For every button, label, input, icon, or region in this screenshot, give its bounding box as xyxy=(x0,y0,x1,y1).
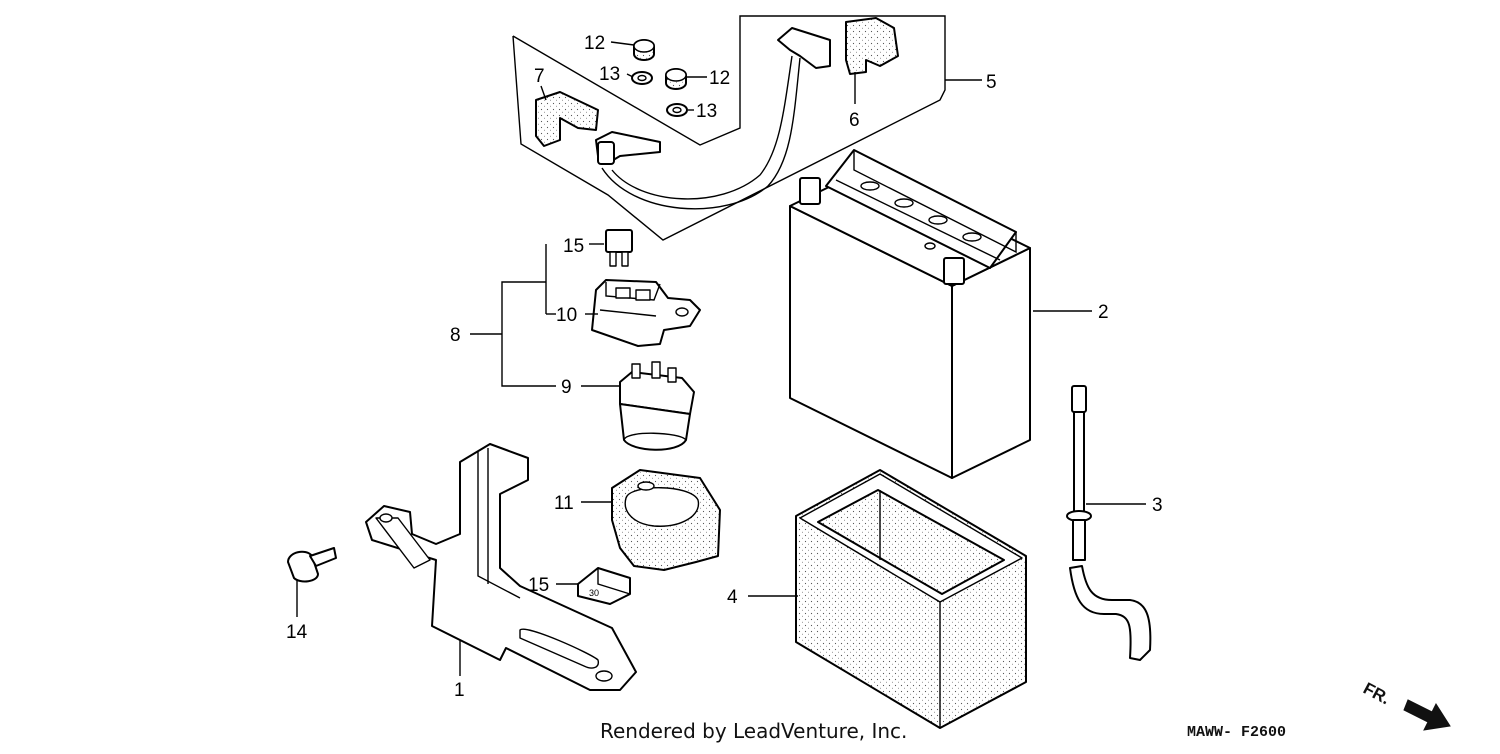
battery-case-4[interactable] xyxy=(795,469,1027,729)
callout-7[interactable]: 7 xyxy=(534,66,545,87)
front-direction-indicator: FR. xyxy=(1360,679,1451,731)
callout-1[interactable]: 1 xyxy=(454,680,465,701)
washer-13-left[interactable] xyxy=(631,71,653,85)
bracket-1[interactable] xyxy=(365,443,637,691)
callout-12-right[interactable]: 12 xyxy=(709,68,730,89)
terminal-cover-6[interactable] xyxy=(845,17,899,75)
fuse-15-lower[interactable]: 30 xyxy=(577,567,631,605)
starter-relay-9[interactable] xyxy=(619,361,695,451)
cable-kit-outline xyxy=(512,15,946,241)
callout-11[interactable]: 11 xyxy=(554,493,574,514)
breather-tube-3[interactable] xyxy=(1066,385,1152,661)
callout-2[interactable]: 2 xyxy=(1098,302,1109,323)
nut-12-top[interactable] xyxy=(633,39,655,61)
direction-label: FR. xyxy=(1360,679,1393,709)
callout-14[interactable]: 14 xyxy=(286,622,308,643)
callout-15-lower[interactable]: 15 xyxy=(528,575,549,596)
relay-cover-10[interactable] xyxy=(591,279,701,347)
callout-6[interactable]: 6 xyxy=(849,110,860,131)
battery-cable[interactable] xyxy=(595,27,831,210)
callout-15-top[interactable]: 15 xyxy=(563,236,584,257)
callout-labels: 12 13 12 13 7 6 5 2 3 4 15 10 8 9 11 15 … xyxy=(286,33,1163,701)
relay-boot-11[interactable] xyxy=(611,469,721,571)
callout-10[interactable]: 10 xyxy=(556,305,577,326)
callout-3[interactable]: 3 xyxy=(1152,495,1163,516)
callout-4[interactable]: 4 xyxy=(727,587,738,608)
callout-8[interactable]: 8 xyxy=(450,325,461,346)
diagram-code: MAWW- F2600 xyxy=(1187,724,1286,741)
battery-2[interactable] xyxy=(789,149,1031,479)
leader-lines xyxy=(296,41,1146,676)
terminal-cover-7[interactable] xyxy=(535,91,599,147)
callout-13-left[interactable]: 13 xyxy=(599,64,620,85)
callout-13-lower[interactable]: 13 xyxy=(696,101,717,122)
callout-5[interactable]: 5 xyxy=(986,72,997,93)
washer-13-lower[interactable] xyxy=(666,103,688,117)
callout-9[interactable]: 9 xyxy=(561,377,572,398)
credit-text: Rendered by LeadVenture, Inc. xyxy=(600,719,907,743)
nut-12-right[interactable] xyxy=(665,68,687,90)
callout-12-top[interactable]: 12 xyxy=(584,33,605,54)
arrow-right-icon xyxy=(1403,699,1451,731)
fuse-rating-label: 30 xyxy=(589,588,599,598)
fuse-15-top[interactable] xyxy=(605,229,633,267)
bolt-14[interactable] xyxy=(287,547,337,583)
